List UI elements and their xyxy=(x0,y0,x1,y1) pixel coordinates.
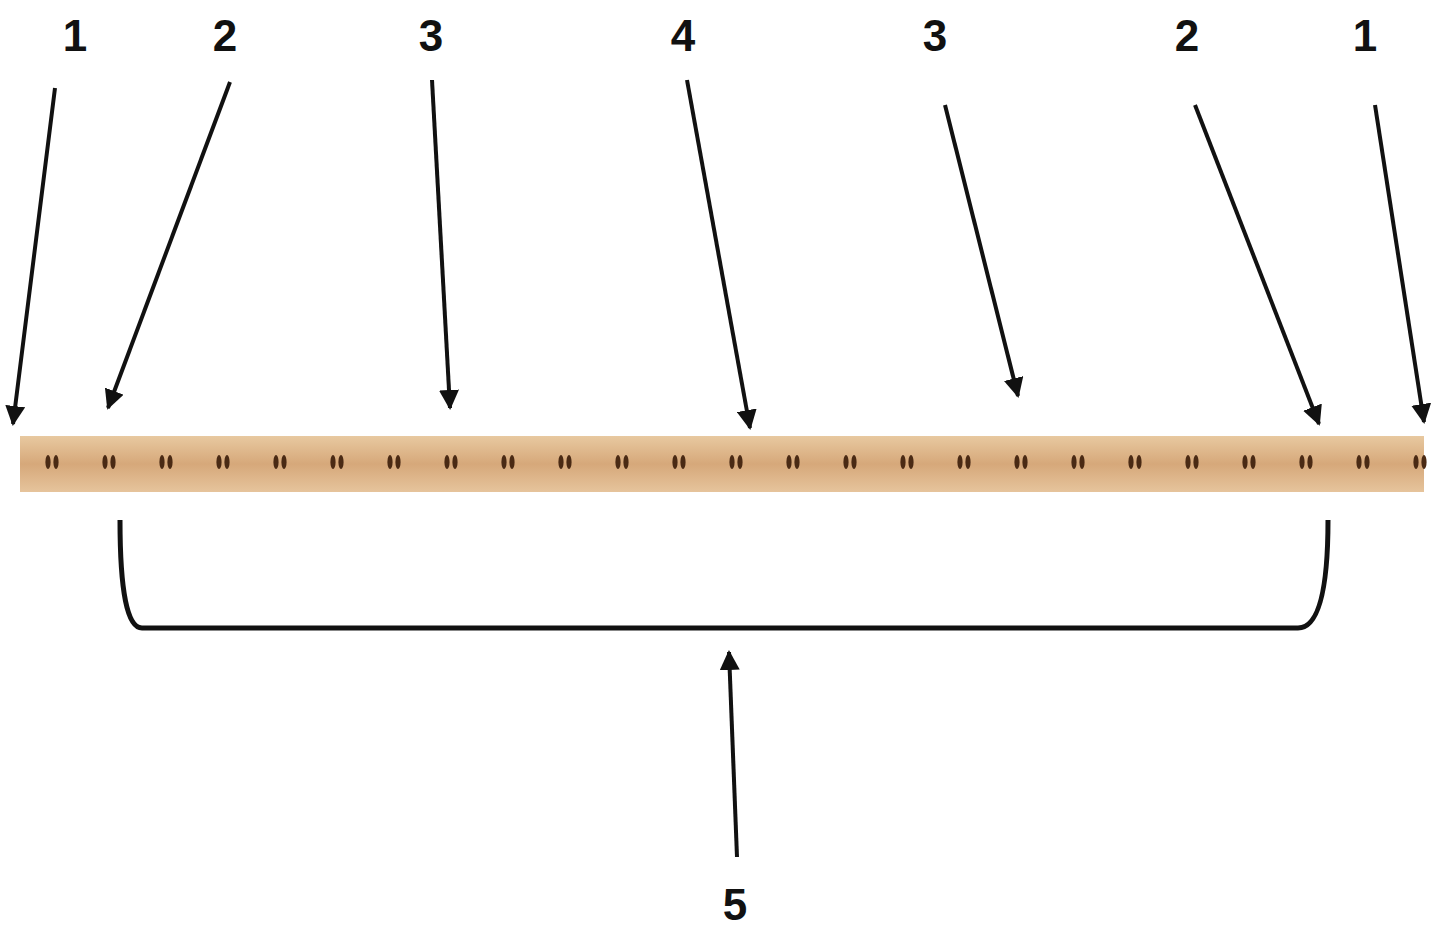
band-pair xyxy=(558,455,571,469)
band-pair xyxy=(102,455,115,469)
callout-number: 1 xyxy=(63,14,87,58)
leader-line xyxy=(1195,105,1319,424)
band-mark xyxy=(851,455,856,469)
band-mark xyxy=(1128,455,1133,469)
band-marks xyxy=(45,455,1426,469)
band-pair xyxy=(957,455,970,469)
callout-number: 3 xyxy=(923,14,947,58)
band-mark xyxy=(338,455,343,469)
band-mark xyxy=(1022,455,1027,469)
band-pair xyxy=(1242,455,1255,469)
band-mark xyxy=(729,455,734,469)
band-mark xyxy=(558,455,563,469)
band-pair xyxy=(444,455,457,469)
band-pair xyxy=(1185,455,1198,469)
leader-lines xyxy=(13,80,1424,857)
band-mark xyxy=(509,455,514,469)
band-mark xyxy=(1413,455,1418,469)
band-mark xyxy=(1299,455,1304,469)
band-mark xyxy=(1136,455,1141,469)
band-pair xyxy=(1299,455,1312,469)
callout-number: 2 xyxy=(1175,14,1199,58)
band-mark xyxy=(110,455,115,469)
band-mark xyxy=(1421,455,1426,469)
band-mark xyxy=(680,455,685,469)
band-pair xyxy=(729,455,742,469)
band-mark xyxy=(159,455,164,469)
band-mark xyxy=(444,455,449,469)
band-mark xyxy=(908,455,913,469)
band-mark xyxy=(957,455,962,469)
band-pair xyxy=(159,455,172,469)
band-mark xyxy=(395,455,400,469)
band-pair xyxy=(45,455,58,469)
band-mark xyxy=(1193,455,1198,469)
band-pair xyxy=(1356,455,1369,469)
leader-line xyxy=(432,80,450,408)
band-pair xyxy=(615,455,628,469)
band-mark xyxy=(1185,455,1190,469)
band-mark xyxy=(566,455,571,469)
band-mark xyxy=(623,455,628,469)
band-mark xyxy=(45,455,50,469)
band-pair xyxy=(1014,455,1027,469)
band-mark xyxy=(843,455,848,469)
leader-line xyxy=(729,652,737,857)
band-pair xyxy=(843,455,856,469)
leader-line xyxy=(1375,105,1424,422)
callout-number: 4 xyxy=(671,14,695,58)
band-pair xyxy=(501,455,514,469)
band-mark xyxy=(1071,455,1076,469)
band-mark xyxy=(737,455,742,469)
band-mark xyxy=(102,455,107,469)
band-pair xyxy=(1128,455,1141,469)
strip-body xyxy=(20,436,1424,492)
band-mark xyxy=(216,455,221,469)
band-mark xyxy=(1356,455,1361,469)
band-pair xyxy=(1071,455,1084,469)
band-pair xyxy=(672,455,685,469)
band-mark xyxy=(281,455,286,469)
leader-line xyxy=(945,105,1018,396)
band-mark xyxy=(672,455,677,469)
band-mark xyxy=(501,455,506,469)
band-pair xyxy=(330,455,343,469)
callout-number: 3 xyxy=(419,14,443,58)
band-pair xyxy=(900,455,913,469)
band-mark xyxy=(387,455,392,469)
band-mark xyxy=(965,455,970,469)
bracket xyxy=(120,520,1328,628)
band-mark xyxy=(1250,455,1255,469)
band-mark xyxy=(330,455,335,469)
band-pair xyxy=(273,455,286,469)
band-mark xyxy=(1014,455,1019,469)
band-mark xyxy=(786,455,791,469)
band-mark xyxy=(1079,455,1084,469)
callout-number: 2 xyxy=(213,14,237,58)
band-pair xyxy=(1413,455,1426,469)
band-mark xyxy=(224,455,229,469)
band-mark xyxy=(167,455,172,469)
leader-line xyxy=(687,80,750,428)
band-mark xyxy=(615,455,620,469)
band-mark xyxy=(1242,455,1247,469)
band-mark xyxy=(53,455,58,469)
band-mark xyxy=(794,455,799,469)
band-pair xyxy=(216,455,229,469)
band-mark xyxy=(273,455,278,469)
leader-line xyxy=(13,88,55,424)
band-mark xyxy=(452,455,457,469)
callout-number: 5 xyxy=(723,883,747,927)
band-pair xyxy=(786,455,799,469)
band-mark xyxy=(1364,455,1369,469)
band-mark xyxy=(900,455,905,469)
band-mark xyxy=(1307,455,1312,469)
callout-number: 1 xyxy=(1353,14,1377,58)
leader-line xyxy=(108,82,230,408)
band-pair xyxy=(387,455,400,469)
